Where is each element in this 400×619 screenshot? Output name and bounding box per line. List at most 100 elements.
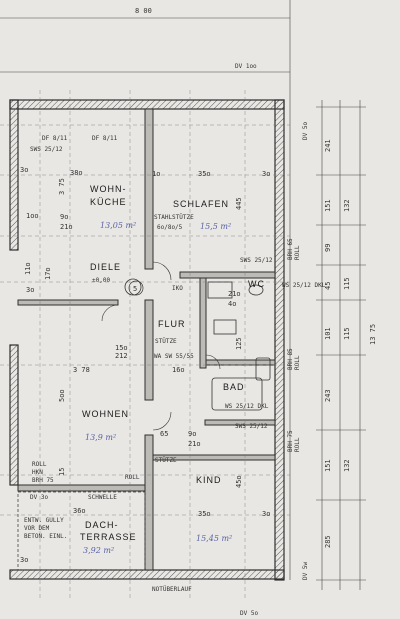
svg-text:15: 15 [58,468,66,476]
svg-text:38o: 38o [70,169,83,177]
room-dachterrasse-line2: TERRASSE [80,532,137,542]
label-stuetze-flur: STÜTZE [155,338,177,345]
svg-text:16o: 16o [172,366,185,374]
label-sws-bad: SWS 25/12 [235,423,268,430]
svg-text:3 78: 3 78 [73,366,90,374]
svg-text:9o: 9o [188,430,196,438]
svg-text:132: 132 [343,459,351,472]
svg-text:99: 99 [324,244,332,252]
svg-text:101: 101 [324,327,332,340]
label-roll-right: ROLL [125,474,140,481]
label-wc-vent: WS 25/12 DKL [282,282,326,289]
room-bad: BAD [223,382,245,392]
svg-text:151: 151 [324,199,332,212]
label-brh-bad-2: ROLL [294,355,301,370]
label-iko: IKO [172,285,183,292]
label-brh-kind-2: ROLL [294,437,301,452]
label-sws-top: SWS 25/12 [30,146,63,153]
svg-text:445: 445 [235,197,243,210]
svg-text:3o: 3o [20,166,28,174]
svg-text:1oo: 1oo [26,212,39,220]
plan-marker-circle [128,280,144,296]
guide-lines [0,90,290,600]
svg-text:45: 45 [324,282,332,290]
area-schlafen: 15,5 m² [200,222,231,231]
interior-dimensions: 3o 38o 1o 35o 3o 3 75 445 1oo 9o 21o 11o… [20,166,270,564]
label-brh-bad-1: BRH 85 [287,348,294,370]
label-entw-3: BETON. EINL. [24,533,67,540]
svg-text:17o: 17o [44,267,52,280]
svg-text:241: 241 [324,139,332,152]
svg-text:15o: 15o [115,344,128,352]
interior-walls [17,108,276,571]
label-dv-bottom: DV 5o [240,610,258,617]
area-kind: 15,45 m² [196,534,232,543]
svg-text:3 75: 3 75 [58,178,66,195]
svg-text:285: 285 [324,535,332,548]
label-roll-left: ROLL [32,461,47,468]
label-dv-right-bottom: DV 5w [302,562,309,580]
label-brh-wc-1: BRH 65 [287,238,294,260]
label-stahlstuetze: STAHLSTÜTZE [154,214,194,221]
label-stuetze-kind: STÜTZE [155,457,177,464]
label-ws-bad: WS 25/12 DKL [225,403,269,410]
door-swings [101,261,221,431]
svg-text:21o: 21o [60,223,73,231]
svg-text:132: 132 [343,199,351,212]
right-dimensions: 241 151 132 99 115 45 101 115 243 151 13… [324,139,377,548]
svg-text:115: 115 [343,327,351,340]
svg-text:4o: 4o [228,300,236,308]
svg-text:35o: 35o [198,510,211,518]
svg-text:125: 125 [235,337,243,350]
bathroom-fixtures [124,278,271,411]
room-kind: KIND [196,475,222,485]
label-entw-2: VOR DEM [24,525,50,532]
svg-text:45o: 45o [235,475,243,488]
label-flur-dim: ±0,00 [92,277,110,284]
svg-text:21o: 21o [228,290,241,298]
svg-text:65: 65 [160,430,168,438]
svg-text:3o: 3o [262,170,270,178]
room-wc: WC [248,279,265,289]
top-dimension [0,0,291,580]
label-wasw: WA SW 55/55 [154,353,194,360]
svg-text:5oo: 5oo [58,389,66,402]
label-df-right: DF 8/11 [92,135,118,142]
label-entw-1: ENTW. GULLY [24,517,64,524]
label-dv-terrasse: DV 3o [30,494,48,501]
svg-text:3o: 3o [26,286,34,294]
svg-text:35o: 35o [198,170,211,178]
dv-top-label: DV 1oo [235,63,257,70]
label-schwelle: SCHWELLE [88,494,117,501]
label-stahlstuetze-dim: 6o/8o/5 [157,224,183,231]
label-brh75-left: BRH 75 [32,477,54,484]
svg-text:21o: 21o [188,440,201,448]
svg-text:13 75: 13 75 [369,324,377,345]
label-df-left: DF 8/11 [42,135,68,142]
svg-text:151: 151 [324,459,332,472]
svg-text:115: 115 [343,277,351,290]
room-wohnen: WOHNEN [82,409,129,419]
room-wohnkueche-line1: WOHN- [90,184,127,194]
label-dv-right-top: DV 5o [302,122,309,140]
room-dachterrasse-line1: DACH- [85,520,119,530]
area-wohnen: 13,9 m² [85,433,116,442]
label-notueberlauf: NOTÜBERLAUF [152,586,192,593]
room-schlafen: SCHLAFEN [173,199,229,209]
label-brh-kind-1: BRH 75 [287,430,294,452]
area-kueche: 13,05 m² [100,221,136,230]
svg-text:3o: 3o [262,510,270,518]
svg-text:1o: 1o [152,170,160,178]
plan-marker-number: 5 [133,285,137,293]
room-wohnkueche-line2: KÜCHE [90,197,127,207]
svg-text:36o: 36o [73,507,86,515]
label-sws-wc: SWS 25/12 [240,257,273,264]
label-hkn: HKN [32,469,43,476]
svg-text:243: 243 [324,389,332,402]
room-diele: DIELE [90,262,121,272]
svg-text:212: 212 [115,352,128,360]
room-flur: FLUR [158,319,186,329]
svg-text:3o: 3o [20,556,28,564]
svg-text:11o: 11o [24,262,32,275]
